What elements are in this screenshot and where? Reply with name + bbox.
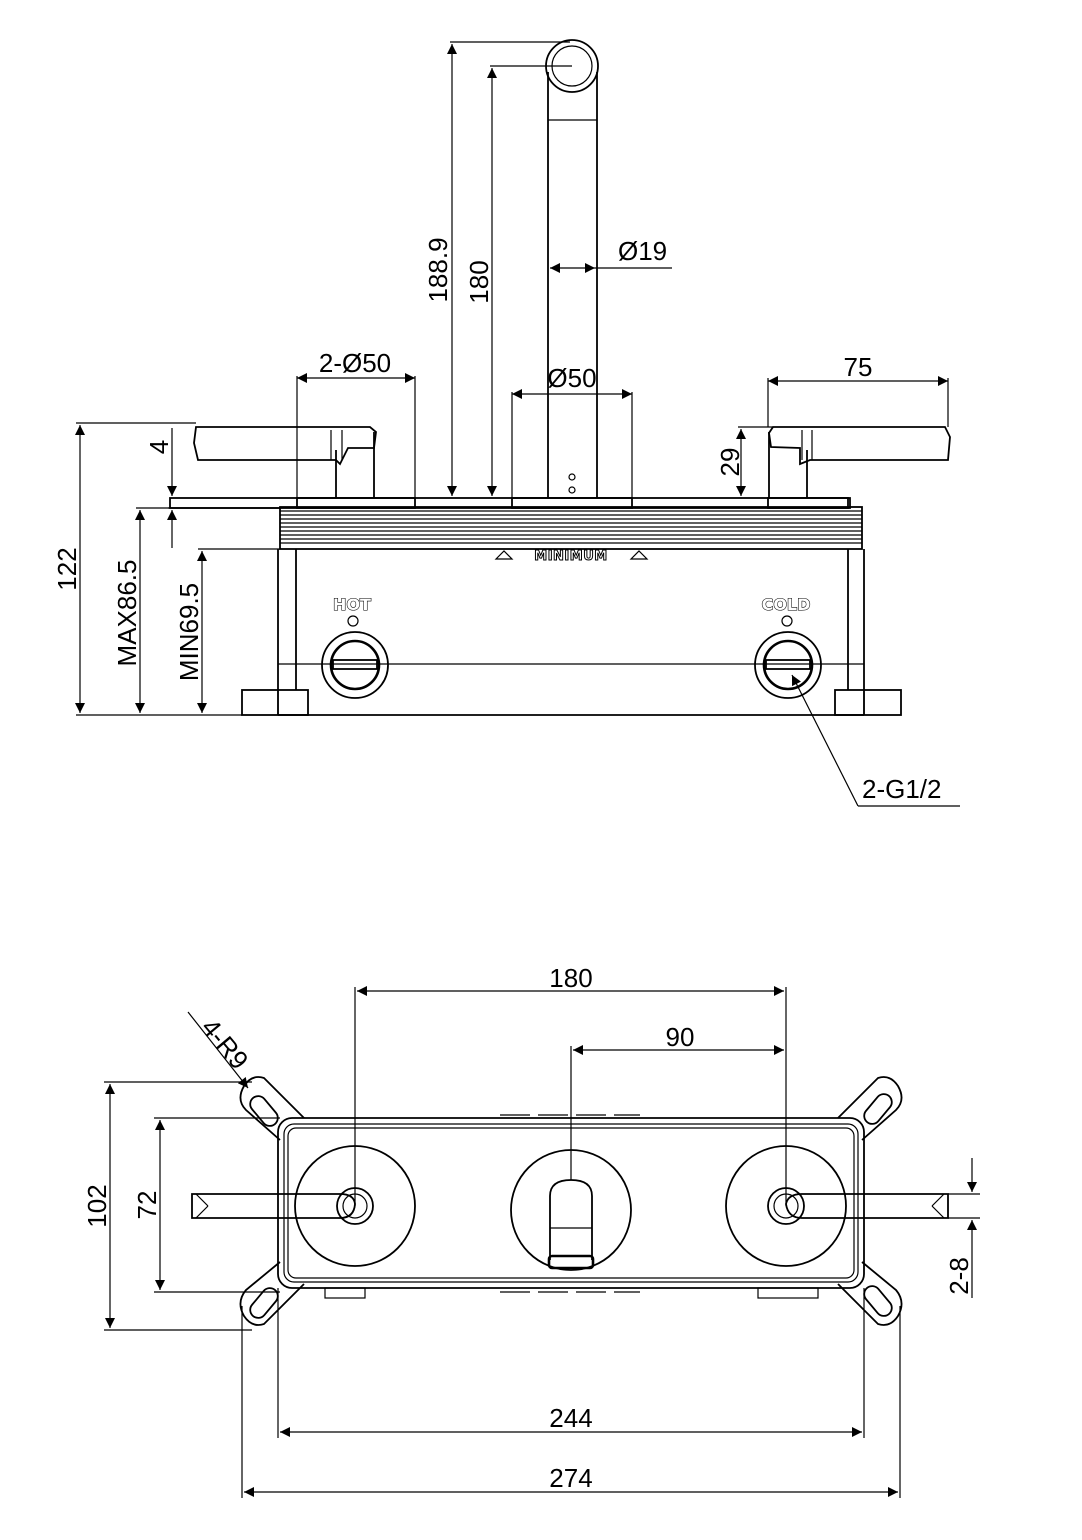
dim-102-label: 102 (82, 1184, 112, 1227)
inlet-thread-label: 2-G1/2 (862, 774, 942, 804)
dim-d19-label: Ø19 (618, 236, 667, 266)
dim-max: MAX86.5 (112, 507, 280, 713)
dim-244: 244 (277, 1288, 865, 1438)
dim-122: 122 (52, 422, 242, 716)
minimum-label: MINIMUM (534, 549, 607, 564)
dim-d19: Ø19 (550, 236, 672, 273)
mounting-lug-bottom-left (239, 1261, 305, 1326)
mounting-lug-top-left (239, 1076, 305, 1141)
dim-188-9: 188.9 (423, 41, 570, 496)
dim-274: 274 (241, 1306, 901, 1498)
dim-90-label: 90 (666, 1022, 695, 1052)
dim-244-label: 244 (549, 1403, 592, 1433)
dim-180-front-label: 180 (464, 260, 494, 303)
inlet-callout: 2-G1/2 (791, 674, 960, 807)
dim-102: 102 (82, 1081, 252, 1331)
dim-188-9-label: 188.9 (423, 237, 453, 302)
dim-2-8-label: 2-8 (944, 1257, 974, 1295)
dim-75-label: 75 (844, 352, 873, 382)
minimum-mark: MINIMUM (494, 549, 649, 565)
cold-label: COLD (762, 595, 811, 614)
dim-72: 72 (132, 1117, 280, 1293)
dim-max-label: MAX86.5 (112, 560, 142, 667)
dim-180-top-label: 180 (549, 963, 592, 993)
dim-75: 75 (767, 352, 949, 427)
mounting-lug-top-right (837, 1076, 903, 1141)
hot-inlet: HOT (321, 594, 389, 699)
dim-2-8: 2-8 (944, 1158, 980, 1298)
hot-label: HOT (333, 595, 371, 614)
hot-handle-top (191, 1145, 416, 1267)
dim-274-label: 274 (549, 1463, 592, 1493)
front-view: MINIMUM HOT COLD 2-G1/2 188.9 (52, 39, 960, 807)
hot-handle (193, 426, 416, 509)
cold-handle-top (725, 1145, 949, 1267)
dim-4-r9-label: 4-R9 (195, 1013, 254, 1075)
dim-122-label: 122 (52, 547, 82, 590)
dim-29: 29 (715, 426, 773, 496)
dim-72-label: 72 (132, 1191, 162, 1220)
dim-d50-label: Ø50 (547, 363, 596, 393)
dim-4: 4 (144, 428, 280, 548)
top-view: 180 90 4-R9 102 72 (82, 963, 980, 1498)
dim-min-label: MIN69.5 (174, 583, 204, 681)
dim-min: MIN69.5 (174, 548, 280, 713)
mounting-lug-bottom-right (837, 1261, 903, 1326)
dim-2-d50-label: 2-Ø50 (319, 348, 391, 378)
dim-d50: Ø50 (511, 363, 633, 498)
spout (545, 39, 599, 498)
dim-180-top: 180 (354, 963, 787, 1206)
threaded-band (279, 506, 863, 550)
dim-4-label: 4 (144, 440, 174, 454)
dim-29-label: 29 (715, 448, 745, 477)
dim-2-d50: 2-Ø50 (296, 348, 416, 498)
dim-180-front: 180 (464, 65, 572, 496)
valve-box-outline (277, 1114, 865, 1299)
dim-90: 90 (570, 1022, 784, 1180)
cold-inlet: COLD (754, 594, 822, 699)
top-plate (169, 497, 851, 509)
dim-4-r9: 4-R9 (187, 1011, 255, 1089)
valve-body (241, 549, 902, 716)
cold-handle (767, 426, 951, 509)
